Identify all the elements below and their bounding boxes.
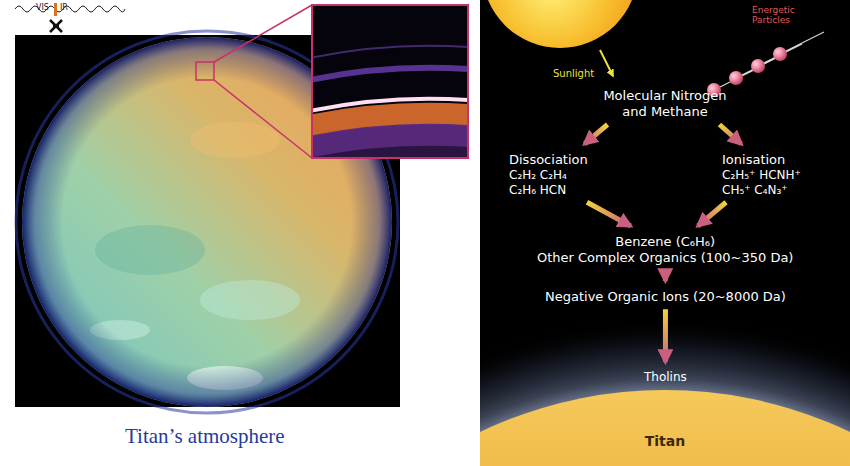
process-label: IonisationC₂H₅⁺ HCNH⁺ CH₅⁺ C₄N₃⁺ xyxy=(718,150,830,200)
particle-trail xyxy=(780,32,824,54)
inset-frame xyxy=(312,5,468,158)
source-label: Energetic Particles xyxy=(752,5,804,26)
haze-layer xyxy=(312,68,468,82)
source-label: Sunlight xyxy=(553,68,594,80)
node-heading: Molecular Nitrogen and Methane xyxy=(594,88,736,121)
source-label: Molecular Nitrogen and Methane xyxy=(590,86,740,123)
spacecraft-icon xyxy=(50,20,62,32)
flow-arrow xyxy=(663,309,668,362)
band-label: IR xyxy=(60,3,68,12)
node-heading: Benzene (C₆H₆) xyxy=(537,234,793,250)
product-label: Benzene (C₆H₆)Other Complex Organics (10… xyxy=(533,232,797,269)
sun xyxy=(482,0,638,48)
node-heading: Dissociation xyxy=(509,152,591,168)
zoom-box xyxy=(196,62,214,80)
product-label: Negative Organic Ions (20~8000 Da) xyxy=(541,287,790,307)
zoom-line xyxy=(214,5,312,62)
planet-surface xyxy=(480,390,850,466)
node-heading: Titan xyxy=(645,433,685,451)
planet-shape xyxy=(480,385,850,466)
flow-arrow xyxy=(663,271,668,282)
spectrum-wave xyxy=(15,6,125,12)
process-label: DissociationC₂H₂ C₂H₄ C₂H₆ HCN xyxy=(505,150,595,200)
node-heading: Ionisation xyxy=(722,152,826,168)
node-heading: Tholins xyxy=(644,370,687,385)
node-heading: Negative Organic Ions (20~8000 Da) xyxy=(545,289,786,305)
flow-arrow xyxy=(585,125,608,145)
bright-limb xyxy=(312,99,468,113)
zoom-line xyxy=(214,80,312,158)
node-body: C₂H₂ C₂H₄ C₂H₆ HCN xyxy=(509,168,591,198)
energetic-particles xyxy=(707,32,824,97)
particle xyxy=(751,59,765,73)
particle-trail xyxy=(758,44,802,66)
node-body: Other Complex Organics (100~350 Da) xyxy=(537,250,793,266)
sunlight-arrow xyxy=(600,50,613,76)
flow-arrow xyxy=(720,125,742,145)
flow-arrow xyxy=(698,202,726,226)
planet: Titan xyxy=(480,385,850,466)
figure-caption: Titan’s atmosphere xyxy=(125,424,285,448)
particle xyxy=(729,71,743,85)
haze-label: Tholins xyxy=(640,368,691,387)
particle-trail xyxy=(714,68,758,90)
haze-layer xyxy=(312,46,468,60)
band-marker xyxy=(54,3,57,16)
particle-trail xyxy=(736,56,780,78)
band-label: VIS xyxy=(36,3,49,12)
flow-arrow xyxy=(587,202,631,226)
node-body: C₂H₅⁺ HCNH⁺ CH₅⁺ C₄N₃⁺ xyxy=(722,168,826,198)
particle xyxy=(773,47,787,61)
limb-inset xyxy=(312,5,468,158)
